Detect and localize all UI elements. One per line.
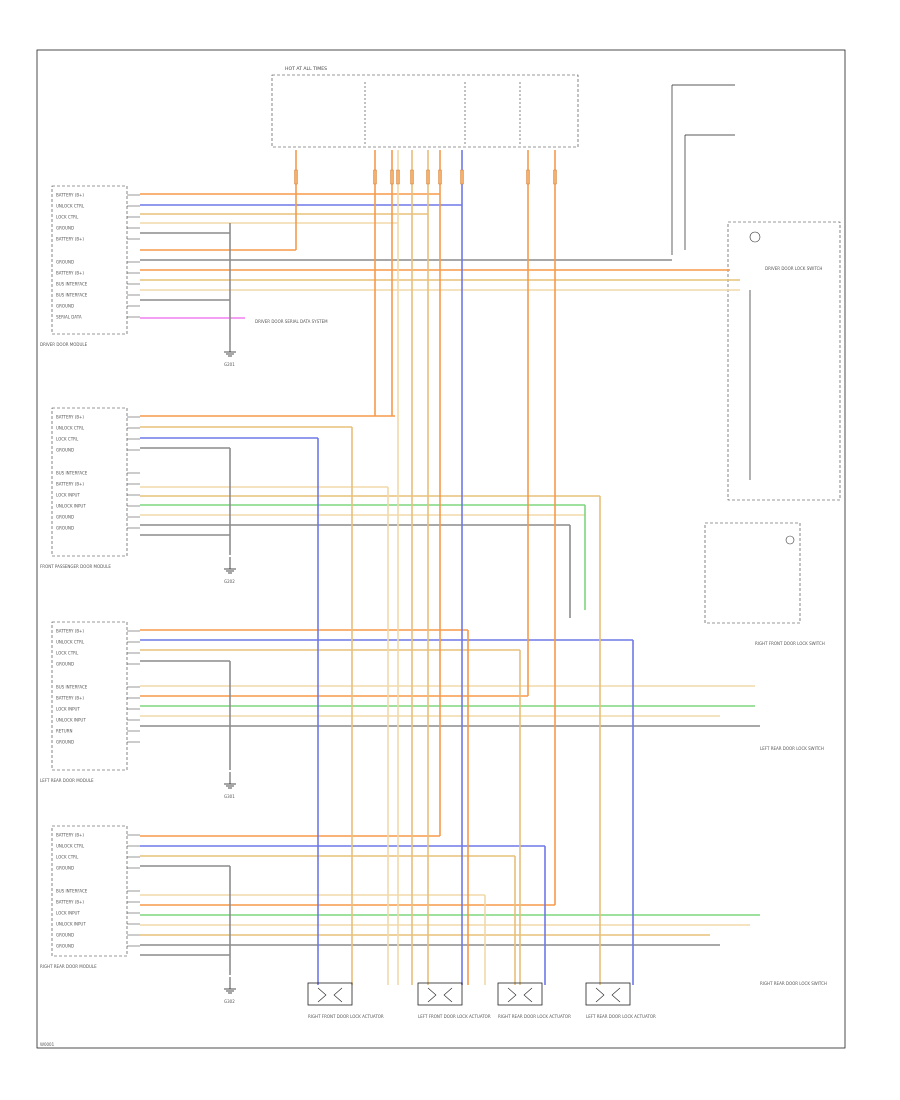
module-pin-label: BATTERY (B+) — [56, 900, 84, 905]
footer-code: W0001 — [40, 1042, 55, 1047]
module-title: LEFT REAR DOOR MODULE — [40, 778, 94, 783]
module-pin-label: UNLOCK CTRL — [56, 640, 85, 645]
actuator-symbol — [595, 987, 605, 1003]
actuator-symbol — [333, 987, 343, 1003]
driver-switch-label: DRIVER DOOR LOCK SWITCH — [765, 266, 822, 271]
actuators-layer: RIGHT FRONT DOOR LOCK ACTUATOR LEFT FRONT… — [307, 982, 656, 1019]
fuse-box: HOT AT ALL TIMES — [271, 66, 579, 148]
module-pin-label: BATTERY (B+) — [56, 629, 84, 634]
fuse-terminal — [396, 169, 400, 185]
actuator-box — [417, 982, 463, 1006]
module-pin-label: GROUND — [56, 304, 74, 309]
module-title: FRONT PASSENGER DOOR MODULE — [40, 564, 111, 569]
module-pin-label: BUS INTERFACE — [56, 889, 88, 894]
module-pin-label: LOCK INPUT — [56, 493, 80, 498]
module-title: RIGHT REAR DOOR MODULE — [40, 964, 97, 969]
module-title: DRIVER DOOR MODULE — [40, 342, 88, 347]
fuse-terminal — [390, 169, 394, 185]
module-pin-label: LOCK CTRL — [56, 215, 79, 220]
fuse-terminal — [438, 169, 442, 185]
fuse-terminal — [294, 169, 298, 185]
module-pin-label: BATTERY (B+) — [56, 271, 84, 276]
module-pin-label: GROUND — [56, 226, 74, 231]
driver-door-lock-switch: DRIVER DOOR LOCK SWITCH — [727, 221, 841, 501]
actuator-symbol — [427, 987, 437, 1003]
actuator-box — [307, 982, 353, 1006]
front-switch-label: RIGHT FRONT DOOR LOCK SWITCH — [755, 641, 825, 646]
fuse-terminal — [373, 169, 377, 185]
fuse-terminal — [553, 169, 557, 185]
module-pin-label: UNLOCK INPUT — [56, 922, 86, 927]
module-pin-label: GROUND — [56, 944, 74, 949]
actuator-symbol — [317, 987, 327, 1003]
fuse-box-title: HOT AT ALL TIMES — [285, 66, 327, 72]
module-pin-label: BUS INTERFACE — [56, 293, 88, 298]
ground-label: G202 — [224, 579, 235, 584]
module-pin-label: UNLOCK CTRL — [56, 426, 85, 431]
fuse-terminal — [460, 169, 464, 185]
module-pin-label: UNLOCK INPUT — [56, 504, 86, 509]
actuator-box — [585, 982, 631, 1006]
module-pin-label: BATTERY (B+) — [56, 482, 84, 487]
ground-label: G302 — [224, 999, 235, 1004]
serial-data-note: DRIVER DOOR SERIAL DATA SYSTEM — [255, 319, 328, 324]
module-pin-label: LOCK INPUT — [56, 911, 80, 916]
actuator-symbol — [611, 987, 621, 1003]
module-pin-label: BUS INTERFACE — [56, 685, 88, 690]
module-pin-label: GROUND — [56, 662, 74, 667]
module-pin-label: BATTERY (B+) — [56, 237, 84, 242]
module-pin-label: GROUND — [56, 448, 74, 453]
module-pin-label: LOCK CTRL — [56, 651, 79, 656]
modules-layer: DRIVER DOOR MODULE BATTERY (B+) UNLOCK CTR… — [40, 185, 140, 969]
actuator-symbol — [507, 987, 517, 1003]
module-pin-label: LOCK CTRL — [56, 855, 79, 860]
fuse-terminal — [526, 169, 530, 185]
actuator-title: RIGHT FRONT DOOR LOCK ACTUATOR — [308, 1014, 384, 1019]
vertical-feed — [671, 84, 735, 255]
actuator-title: RIGHT REAR DOOR LOCK ACTUATOR — [498, 1014, 571, 1019]
module-pin-label: LOCK INPUT — [56, 707, 80, 712]
actuator-symbol — [443, 987, 453, 1003]
actuator-title: LEFT FRONT DOOR LOCK ACTUATOR — [418, 1014, 491, 1019]
ground-label: G301 — [224, 794, 235, 799]
module-pin-label: BATTERY (B+) — [56, 833, 84, 838]
module-pin-label: BATTERY (B+) — [56, 415, 84, 420]
module-pin-label: BUS INTERFACE — [56, 471, 88, 476]
module-pin-label: BATTERY (B+) — [56, 696, 84, 701]
actuator-symbol — [523, 987, 533, 1003]
fuse-terminal — [410, 169, 414, 185]
actuator-title: LEFT REAR DOOR LOCK ACTUATOR — [586, 1014, 656, 1019]
module-box — [51, 185, 128, 335]
wires-layer — [140, 150, 760, 985]
module-pin-label: UNLOCK INPUT — [56, 718, 86, 723]
module-pin-label: GROUND — [56, 515, 74, 520]
module-pin-label: GROUND — [56, 933, 74, 938]
module-pin-label: RETURN — [56, 729, 72, 734]
module-box — [51, 407, 128, 557]
module-pin-label: GROUND — [56, 740, 74, 745]
fuse-terminal — [426, 169, 430, 185]
module-box — [51, 621, 128, 771]
ground-label: G201 — [224, 362, 235, 367]
module-pin-label: GROUND — [56, 866, 74, 871]
front-door-lock-switch: RIGHT FRONT DOOR LOCK SWITCH — [704, 522, 825, 646]
right-rear-switch-label: RIGHT REAR DOOR LOCK SWITCH — [760, 981, 827, 986]
module-pin-label: SERIAL DATA — [56, 315, 82, 320]
module-pin-label: BATTERY (B+) — [56, 193, 84, 198]
module-pin-label: BUS INTERFACE — [56, 282, 88, 287]
module-pin-label: UNLOCK CTRL — [56, 204, 85, 209]
module-pin-label: LOCK CTRL — [56, 437, 79, 442]
actuator-box — [497, 982, 543, 1006]
diagram-frame — [36, 49, 846, 1049]
module-pin-label: GROUND — [56, 260, 74, 265]
module-pin-label: UNLOCK CTRL — [56, 844, 85, 849]
module-pin-label: GROUND — [56, 526, 74, 531]
left-rear-switch-label: LEFT REAR DOOR LOCK SWITCH — [760, 746, 824, 751]
